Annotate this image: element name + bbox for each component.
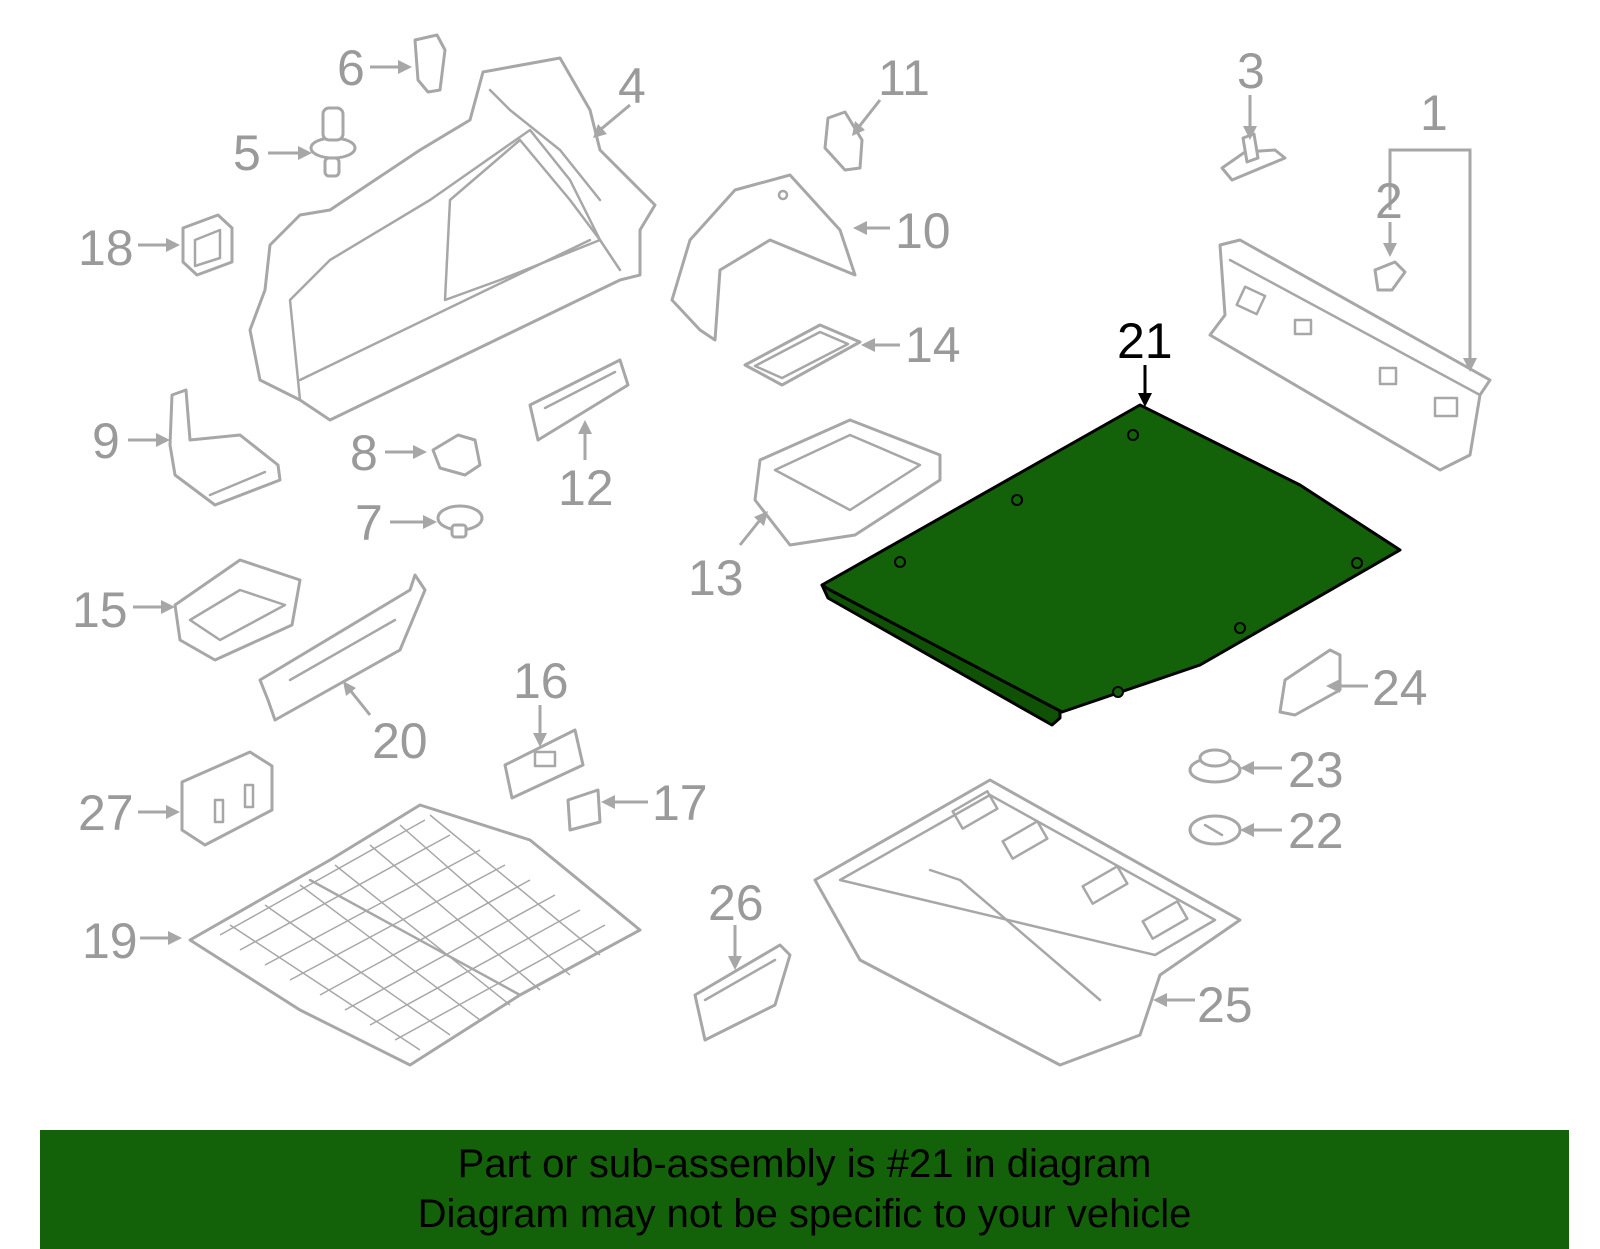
part-23-nut[interactable] [1188,748,1242,784]
banner-line-part-info: Part or sub-assembly is #21 in diagram [457,1142,1152,1186]
callout-18: 18 [78,220,134,276]
part-3-clip[interactable] [1220,132,1287,182]
part-1-trunk-trim-panel[interactable] [1208,238,1492,472]
callout-7: 7 [355,495,383,551]
part-22-clip[interactable] [1188,814,1242,846]
callout-11: 11 [878,50,930,106]
callout-9: 9 [92,413,120,469]
callout-17: 17 [652,775,708,831]
part-5-push-pin[interactable] [309,106,357,178]
part-7-clip[interactable] [436,504,484,539]
part-20-partition[interactable] [258,573,427,722]
part-8-clip[interactable] [431,433,482,477]
part-17-pad[interactable] [566,788,602,832]
part-12-trim-strip[interactable] [528,358,630,442]
part-18-cover[interactable] [181,213,234,277]
part-19-cargo-net[interactable] [188,803,642,1067]
parts-diagram: 1 2 3 4 5 6 7 8 9 10 11 12 13 14 15 16 1… [72,33,1492,1067]
callout-10: 10 [895,203,951,259]
banner-line-disclaimer: Diagram may not be specific to your vehi… [417,1192,1192,1236]
callout-5: 5 [233,125,261,181]
callout-26: 26 [708,875,764,931]
part-26-panel[interactable] [693,943,792,1042]
callout-2: 2 [1375,173,1403,229]
part-9-bracket[interactable] [168,388,282,507]
part-2-clip[interactable] [1373,260,1407,292]
callout-3: 3 [1237,43,1265,99]
callout-12: 12 [558,460,614,516]
callout-6: 6 [337,40,365,96]
callout-8: 8 [350,425,378,481]
callout-15: 15 [72,582,128,638]
part-4-trunk-side-trim[interactable] [248,56,657,422]
callout-22: 22 [1288,803,1344,859]
callout-21: 21 [1117,313,1173,369]
callout-labels: 1 2 3 4 5 6 7 8 9 10 11 12 13 14 15 16 1… [72,40,1448,1033]
part-13-storage-tray[interactable] [753,418,942,547]
callout-23: 23 [1288,742,1344,798]
part-24-clip[interactable] [1278,648,1342,717]
callout-20: 20 [372,713,428,769]
part-15-bin[interactable] [173,558,302,662]
callout-1: 1 [1420,85,1448,141]
callout-13: 13 [688,550,744,606]
callout-19: 19 [82,913,138,969]
callout-27: 27 [78,785,134,841]
part-27-switch[interactable] [180,750,274,847]
info-banner: Part or sub-assembly is #21 in diagram D… [40,1130,1569,1249]
part-10-wheelhouse-trim[interactable] [670,173,857,342]
part-25-storage-well[interactable] [813,778,1242,1067]
callout-16: 16 [513,653,569,709]
callout-25: 25 [1197,977,1253,1033]
leader-lines [128,60,1477,1007]
callout-24: 24 [1372,660,1428,716]
part-14-pad[interactable] [743,323,862,387]
part-16-plate[interactable] [503,728,585,800]
callout-4: 4 [618,58,646,114]
part-21-trunk-floor-mat[interactable] [820,403,1402,727]
part-11-clip[interactable] [823,110,864,172]
part-6-clip[interactable] [413,33,447,94]
callout-14: 14 [905,317,961,373]
